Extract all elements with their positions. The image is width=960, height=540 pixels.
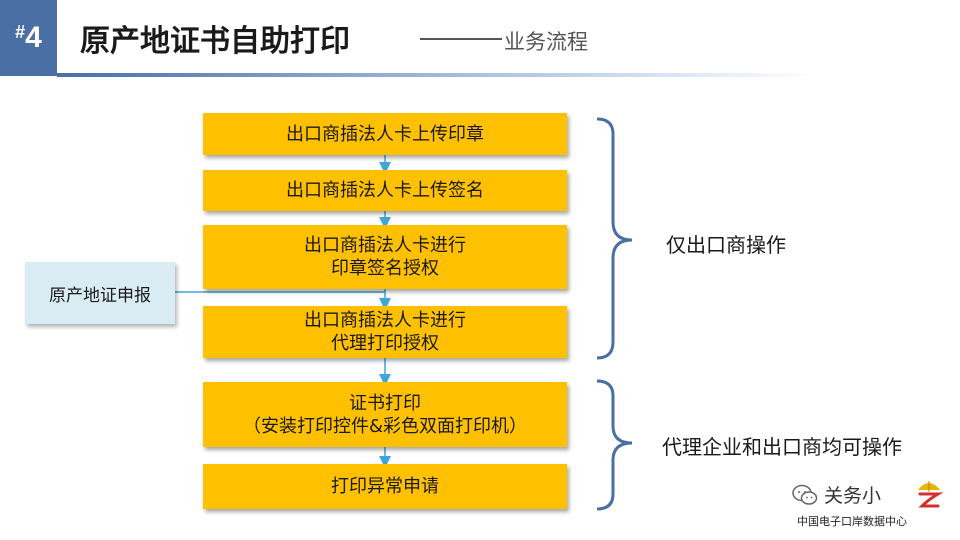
step-1-line-1: 出口商插法人卡上传印章 (286, 123, 484, 145)
header-underline (57, 73, 817, 77)
step-print-exception-request: 打印异常申请 (203, 464, 567, 509)
step-5-line-2: （安装打印控件&彩色双面打印机） (242, 415, 528, 437)
brace-bottom (596, 379, 633, 511)
customs-logo-icon (918, 481, 944, 508)
step-6-line-1: 打印异常申请 (331, 476, 439, 497)
step-4-line-2: 代理打印授权 (331, 333, 439, 354)
step-4-line-1: 出口商插法人卡进行 (304, 310, 466, 331)
header-band (57, 0, 960, 76)
group-label-exporter-only: 仅出口商操作 (666, 233, 786, 257)
badge-number: 4 (25, 21, 42, 54)
page-title: 原产地证书自助打印 (80, 24, 350, 59)
page-subtitle: 业务流程 (504, 30, 588, 54)
step-upload-signature: 出口商插法人卡上传签名 (203, 170, 567, 211)
step-proxy-print-authorization: 出口商插法人卡进行 代理打印授权 (203, 306, 567, 358)
section-badge: #4 (0, 0, 57, 76)
step-upload-seal: 出口商插法人卡上传印章 (203, 113, 567, 155)
watermark-name: 关务小 (824, 485, 882, 507)
step-2-line-1: 出口商插法人卡上传签名 (286, 180, 484, 201)
brace-top (596, 117, 633, 360)
watermark-subtitle: 中国电子口岸数据中心 (797, 515, 907, 528)
badge-hash: # (15, 21, 26, 42)
group-label-agent-and-exporter: 代理企业和出口商均可操作 (662, 435, 902, 459)
wechat-icon (792, 484, 818, 505)
step-3-line-1: 出口商插法人卡进行 (304, 235, 466, 256)
step-3-line-2: 印章签名授权 (331, 258, 439, 279)
step-seal-signature-authorization: 出口商插法人卡进行 印章签名授权 (203, 225, 567, 289)
side-box-label: 原产地证申报 (49, 285, 151, 306)
title-dash (420, 38, 502, 40)
step-5-line-1: 证书打印 (349, 392, 421, 414)
origin-certificate-declaration-box: 原产地证申报 (25, 262, 175, 324)
step-certificate-printing: 证书打印 （安装打印控件&彩色双面打印机） (203, 382, 567, 447)
